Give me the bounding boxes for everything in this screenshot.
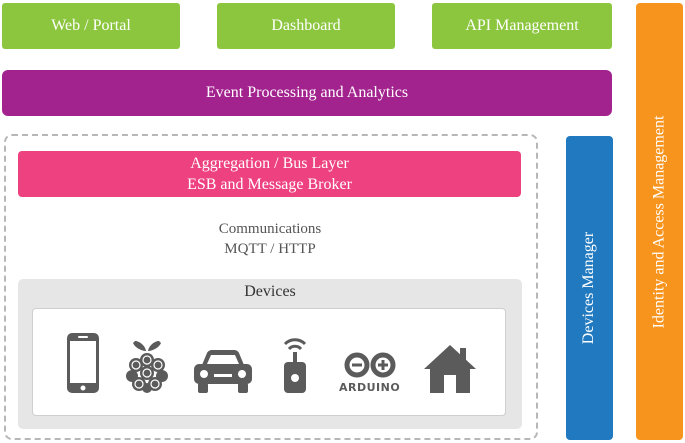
- communications-label: Communications: [218, 221, 322, 237]
- identity-access-bar: Identity and Access Management: [636, 3, 683, 440]
- car-icon: [194, 350, 252, 393]
- aggregation-layer-box: Aggregation / Bus Layer ESB and Message …: [18, 151, 521, 197]
- identity-access-label: Identity and Access Management: [650, 115, 668, 328]
- devices-title: Devices: [244, 283, 296, 300]
- api-management-box: API Management: [432, 3, 612, 49]
- aggregation-label: Aggregation / Bus Layer: [190, 155, 349, 172]
- event-processing-box: Event Processing and Analytics: [2, 70, 612, 116]
- dashboard-label: Dashboard: [271, 17, 341, 34]
- web-portal-label: Web / Portal: [51, 17, 131, 34]
- arduino-icon: [344, 352, 396, 378]
- dashboard-box: Dashboard: [217, 3, 395, 49]
- devices-icon-tray: ARDUINO: [32, 308, 506, 416]
- edge-layer-container: [4, 134, 538, 440]
- api-management-label: API Management: [465, 17, 579, 34]
- home-icon: [424, 345, 476, 393]
- devices-manager-bar: Devices Manager: [566, 136, 613, 440]
- wireless-sensor-icon: [283, 338, 307, 393]
- web-portal-box: Web / Portal: [2, 3, 180, 49]
- event-processing-label: Event Processing and Analytics: [205, 84, 409, 101]
- protocols-label: MQTT / HTTP: [224, 241, 316, 257]
- arduino-label: ARDUINO: [339, 381, 401, 394]
- devices-manager-label: Devices Manager: [580, 231, 598, 345]
- smartphone-icon: [67, 333, 99, 393]
- devices-panel: Devices: [18, 279, 522, 429]
- broker-label: ESB and Message Broker: [187, 176, 352, 193]
- raspberry-pi-icon: [126, 341, 168, 393]
- communications-text: Communications MQTT / HTTP: [170, 219, 370, 259]
